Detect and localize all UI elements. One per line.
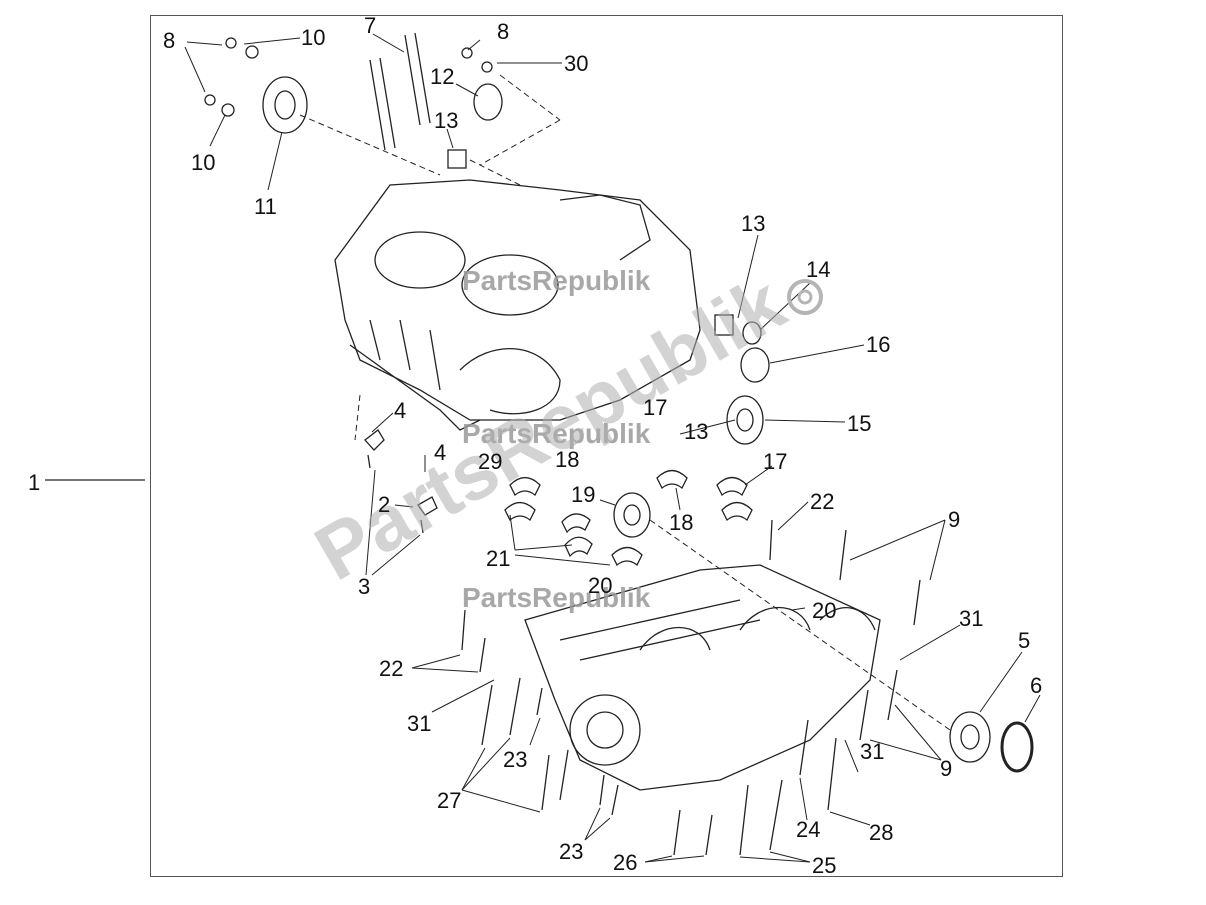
callout-24: 24 [796,817,821,842]
callout-20b: 20 [812,598,837,623]
callout-8a: 8 [163,28,176,53]
bearing-13-right [714,314,734,336]
shell-17-a [716,476,748,497]
callout-13b: 13 [741,211,766,236]
callout-26: 26 [613,850,638,875]
seal-16 [740,347,770,383]
bearing-13-top [447,149,467,169]
callout-23a: 23 [503,747,528,772]
callout-6: 6 [1030,673,1043,698]
shell-21-e [611,546,643,567]
callout-3: 3 [358,574,371,599]
callout-23b: 23 [559,839,584,864]
shell-21-b [504,501,536,522]
callout-20a: 20 [588,573,613,598]
gear-logo-icon [787,279,823,315]
callout-22a: 22 [810,489,835,514]
callout-8b: 8 [497,19,510,44]
bearing-15 [726,395,764,445]
screw-8-c [461,47,473,59]
callout-9b: 9 [940,756,953,781]
sensor-2-a [364,429,385,469]
washer-30 [481,61,493,73]
seal-12 [473,83,503,121]
upper-crankcase [334,179,701,431]
screw-8-a [225,37,237,49]
washer-10-a [245,45,259,59]
callout-16: 16 [866,332,891,357]
watermark-text-1: PartsRepublik [462,265,651,296]
lower-crankcase [524,564,881,791]
callout-30: 30 [564,51,589,76]
callout-13c: 13 [684,419,709,444]
shell-17-b [721,501,753,522]
callout-1: 1 [28,470,41,495]
washer-10-b [221,103,235,117]
studs-7 [369,32,431,151]
shell-18 [656,469,688,490]
diagram-frame [150,15,1063,877]
callout-21: 21 [486,546,511,571]
callout-11: 11 [254,194,277,219]
watermark-text-2: PartsRepublik [462,418,651,449]
callout-22b: 22 [379,656,404,681]
callout-17a: 17 [643,395,668,420]
callout-27: 27 [437,788,462,813]
shell-21-c [561,513,591,534]
callout-18b: 18 [669,510,694,535]
callout-19: 19 [571,482,596,507]
callout-10b: 10 [191,150,216,175]
callout-28: 28 [869,820,894,845]
bearing-5 [949,711,991,763]
callout-31b: 31 [407,711,432,736]
seal-6 [1000,721,1034,773]
callout-5: 5 [1018,628,1031,653]
callout-9a: 9 [948,507,961,532]
bearing-19 [613,492,651,538]
callout-31a: 31 [959,606,984,631]
callout-31c: 31 [860,739,885,764]
bearing-11 [262,76,308,134]
screw-8-b [204,94,216,106]
callout-15: 15 [847,411,872,436]
callout-2: 2 [378,492,391,517]
bolts [461,519,921,856]
watermark-text-3: PartsRepublik [462,582,651,613]
shell-21-a [509,476,541,497]
callout-14: 14 [806,257,831,282]
callout-29: 29 [478,449,503,474]
callout-10a: 10 [301,25,326,50]
callout-18a: 18 [555,447,580,472]
sensor-2-b [417,496,438,534]
callout-7: 7 [364,13,377,38]
callout-17b: 17 [763,449,788,474]
ring-14 [742,321,762,345]
callout-12: 12 [430,64,455,89]
callout-4b: 4 [434,440,447,465]
shell-21-d [564,536,593,558]
callout-25: 25 [812,853,837,878]
callout-4a: 4 [394,398,407,423]
callout-13a: 13 [434,108,459,133]
